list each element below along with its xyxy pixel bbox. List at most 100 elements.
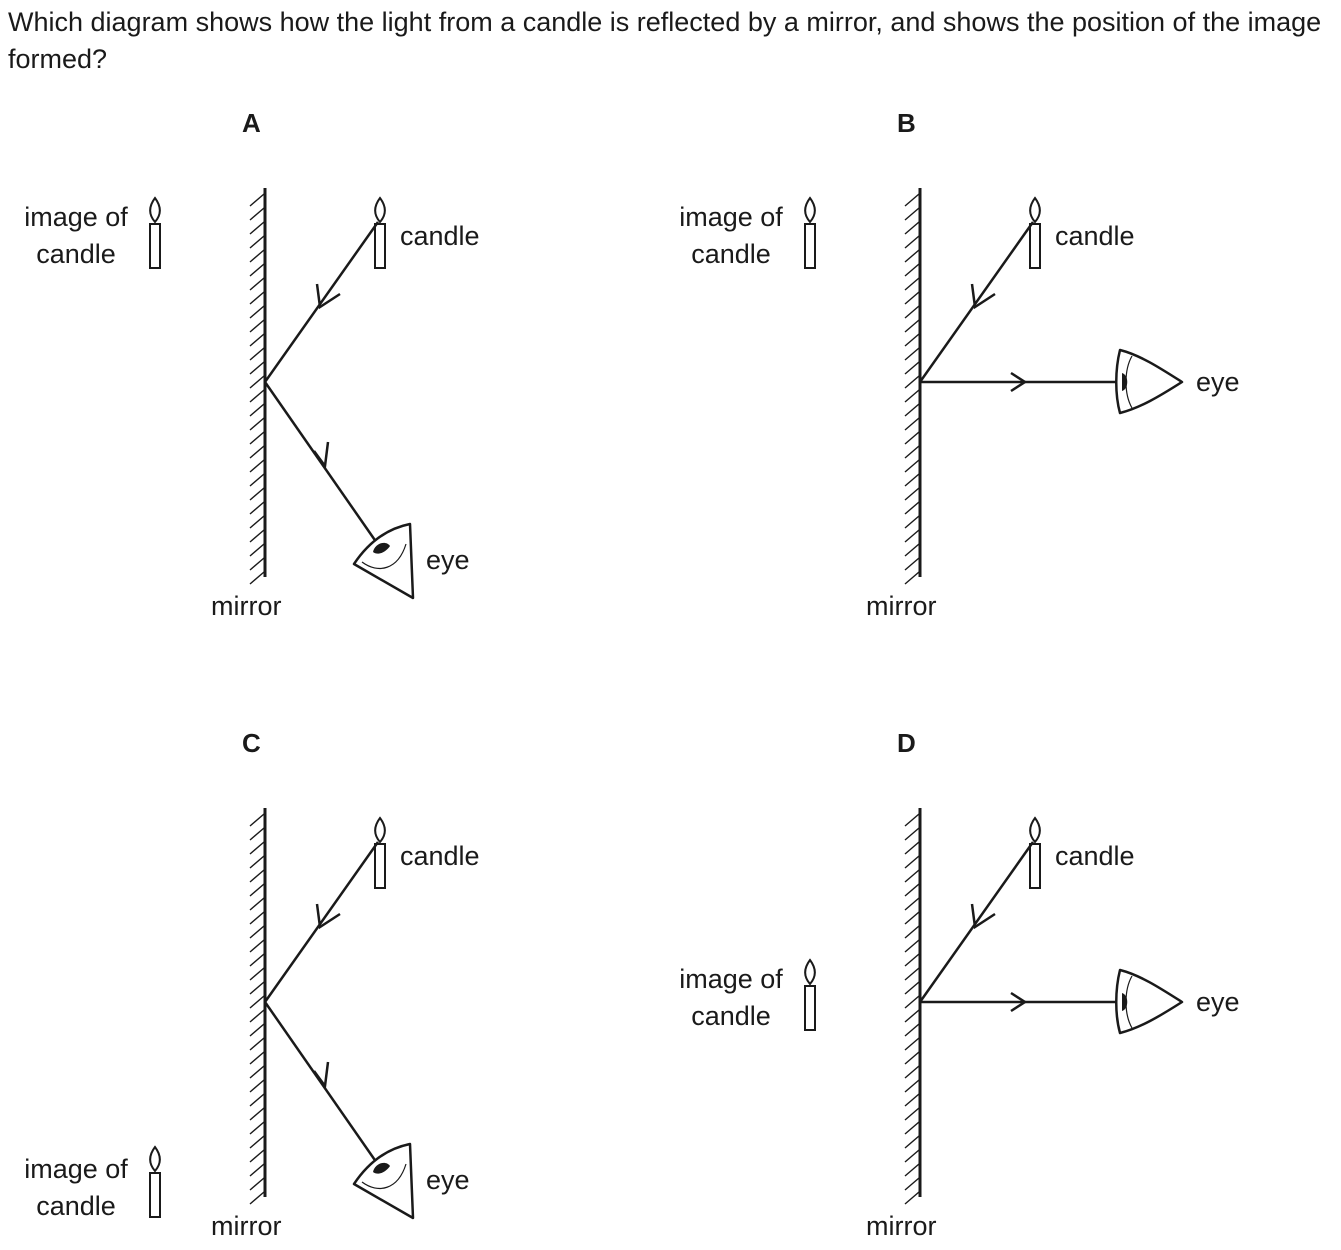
mirror-label: mirror	[866, 591, 937, 621]
hatch-mark	[904, 1107, 920, 1121]
hatch-mark	[904, 277, 920, 291]
option-letter: B	[897, 108, 916, 138]
candle-icon	[374, 196, 386, 269]
hatch-mark	[904, 235, 920, 249]
hatch-mark	[904, 263, 920, 277]
ray-diagram	[149, 188, 415, 600]
question-text: Which diagram shows how the light from a…	[8, 7, 1322, 74]
hatch-mark	[904, 459, 920, 473]
hatch-mark	[249, 193, 265, 207]
hatch-mark	[904, 911, 920, 925]
eye-icon	[352, 522, 415, 600]
hatch-mark	[249, 1177, 265, 1191]
hatch-mark	[904, 249, 920, 263]
hatch-mark	[249, 207, 265, 221]
hatch-mark	[249, 459, 265, 473]
candle-icon	[1029, 816, 1041, 889]
hatch-mark	[904, 897, 920, 911]
hatch-mark	[904, 305, 920, 319]
incident-ray	[918, 221, 1035, 383]
candle-label: candle	[400, 841, 480, 871]
image-label-line1: image of	[679, 964, 783, 994]
hatch-mark	[249, 883, 265, 897]
hatch-mark	[249, 473, 265, 487]
hatch-mark	[249, 487, 265, 501]
option-letter: C	[242, 728, 261, 758]
reflected-arrow-icon	[1010, 991, 1028, 1013]
hatch-mark	[249, 855, 265, 869]
image-label-line2: candle	[36, 1191, 116, 1221]
incident-arrow-icon	[970, 903, 996, 930]
hatch-mark	[249, 967, 265, 981]
hatch-mark	[249, 333, 265, 347]
hatch-mark	[249, 1191, 265, 1205]
hatch-mark	[249, 235, 265, 249]
hatch-mark	[904, 953, 920, 967]
hatch-mark	[904, 291, 920, 305]
image-label: image of candle	[669, 961, 793, 1035]
eye-icon	[1115, 968, 1184, 1035]
hatch-mark	[249, 529, 265, 543]
image-label-line2: candle	[691, 1001, 771, 1031]
hatch-mark	[249, 1163, 265, 1177]
image-candle-icon	[804, 958, 816, 1031]
eye-label: eye	[1196, 367, 1240, 397]
hatch-mark	[904, 207, 920, 221]
hatch-mark	[249, 869, 265, 883]
hatch-mark	[249, 1051, 265, 1065]
candle-icon	[1029, 196, 1041, 269]
hatch-mark	[904, 543, 920, 557]
hatch-mark	[249, 1079, 265, 1093]
mirror-hatching	[904, 813, 920, 1205]
hatch-mark	[904, 473, 920, 487]
hatch-mark	[904, 981, 920, 995]
option-c-diagram[interactable]: C candle eye mirror image of candle	[0, 620, 660, 1241]
hatch-mark	[904, 869, 920, 883]
hatch-mark	[904, 1121, 920, 1135]
hatch-mark	[249, 1093, 265, 1107]
hatch-mark	[904, 501, 920, 515]
option-d-diagram[interactable]: D candle eye mirror image of candle	[655, 620, 1315, 1241]
image-label: image of candle	[669, 199, 793, 273]
hatch-mark	[904, 1079, 920, 1093]
image-candle-icon	[149, 196, 161, 269]
hatch-mark	[249, 1149, 265, 1163]
hatch-mark	[249, 221, 265, 235]
hatch-mark	[904, 855, 920, 869]
hatch-mark	[904, 1149, 920, 1163]
reflected-arrow-icon	[312, 1061, 330, 1090]
hatch-mark	[904, 813, 920, 827]
eye-icon	[1115, 348, 1184, 415]
hatch-mark	[249, 925, 265, 939]
hatch-mark	[904, 445, 920, 459]
hatch-mark	[249, 911, 265, 925]
hatch-mark	[904, 1177, 920, 1191]
image-candle-icon	[149, 1145, 161, 1218]
hatch-mark	[904, 487, 920, 501]
hatch-mark	[249, 445, 265, 459]
image-label: image of candle	[14, 199, 138, 273]
hatch-mark	[249, 249, 265, 263]
hatch-mark	[904, 1191, 920, 1205]
mirror-hatching	[904, 193, 920, 585]
candle-label: candle	[1055, 221, 1135, 251]
hatch-mark	[249, 319, 265, 333]
hatch-mark	[904, 827, 920, 841]
option-a-diagram[interactable]: A candle eye mirror image of candle	[0, 0, 660, 621]
hatch-mark	[904, 557, 920, 571]
hatch-mark	[249, 361, 265, 375]
incident-arrow-icon	[315, 903, 341, 930]
hatch-mark	[249, 827, 265, 841]
hatch-mark	[904, 193, 920, 207]
hatch-mark	[904, 333, 920, 347]
image-label-line2: candle	[691, 239, 771, 269]
hatch-mark	[904, 995, 920, 1009]
hatch-mark	[904, 883, 920, 897]
hatch-mark	[904, 1051, 920, 1065]
hatch-mark	[249, 501, 265, 515]
hatch-mark	[904, 1093, 920, 1107]
hatch-mark	[904, 1009, 920, 1023]
hatch-mark	[904, 925, 920, 939]
option-b-diagram[interactable]: B candle eye mirror image of candle	[655, 0, 1315, 621]
hatch-mark	[249, 841, 265, 855]
